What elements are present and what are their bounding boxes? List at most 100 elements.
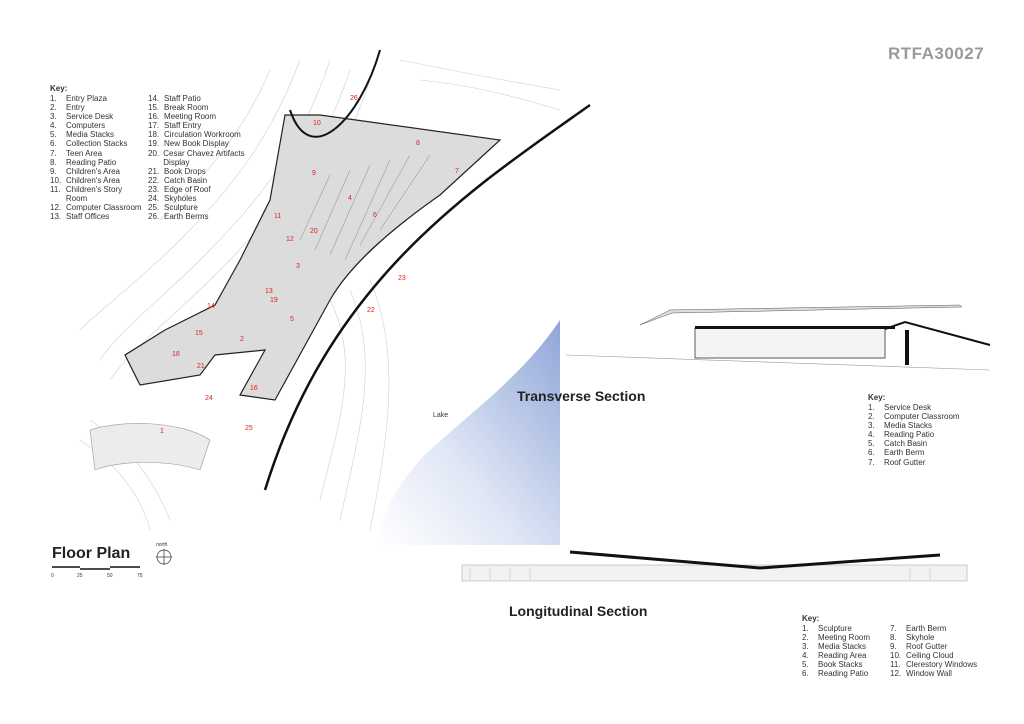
key-number: 1. — [802, 624, 809, 633]
key-number: 13. — [50, 212, 62, 222]
key-text: Reading Patio — [818, 669, 869, 679]
plan-room-label: 18 — [172, 351, 180, 358]
key-number: 16. — [148, 112, 160, 122]
key-text: Ceiling Cloud — [906, 651, 954, 661]
north-label: north — [156, 542, 168, 548]
plan-room-label: 1 — [160, 428, 164, 435]
key-item: 23.Edge of Roof — [148, 185, 268, 194]
key-number: 5. — [868, 439, 875, 449]
key-heading: Key: — [802, 614, 820, 623]
key-item: 26.Earth Berms — [148, 212, 268, 221]
scale-bar — [52, 566, 140, 570]
key-text: Clerestory Windows — [906, 660, 978, 670]
key-item: 7.Earth Berm — [890, 624, 1000, 633]
key-text: Sculpture — [818, 624, 852, 633]
key-text: Media Stacks — [818, 642, 867, 652]
plan-room-label: 13 — [265, 288, 273, 295]
plan-room-label: 12 — [286, 236, 294, 243]
key-number: 8. — [890, 633, 897, 643]
key-number: 12. — [50, 203, 62, 213]
plan-room-label: 20 — [310, 228, 318, 235]
key-number: 3. — [50, 112, 57, 122]
plan-room-label: 8 — [416, 140, 420, 147]
key-text: Collection Stacks — [66, 139, 128, 149]
key-item: 12.Window Wall — [890, 669, 1000, 678]
key-item: 2.Meeting Room — [802, 633, 887, 642]
key-number: 15. — [148, 103, 160, 113]
plan-room-label: 11 — [274, 213, 282, 220]
key-text: Book Drops — [164, 166, 206, 176]
roof-edge-curve — [263, 103, 591, 491]
key-number: 14. — [148, 94, 160, 103]
key-item: 20.Cesar Chavez Artifacts Display — [148, 149, 268, 167]
key-item: 11.Children's Story Room — [50, 185, 145, 203]
key-text: Staff Offices — [66, 212, 110, 222]
key-number: 2. — [802, 633, 809, 643]
key-text: Staff Entry — [164, 121, 202, 131]
key-number: 1. — [868, 403, 875, 412]
plan-room-label: 6 — [373, 212, 377, 219]
key-text: Entry Plaza — [66, 94, 107, 103]
plan-room-label: 24 — [205, 395, 213, 402]
stack-rows — [299, 154, 431, 261]
key-text: Break Room — [164, 103, 209, 113]
plan-room-label: 25 — [245, 425, 253, 432]
scale-tick: 50 — [107, 573, 113, 579]
key-number: 4. — [868, 430, 875, 440]
lake-label: Lake — [433, 412, 449, 419]
key-text: Earth Berm — [884, 448, 925, 458]
key-item: 21. Book Drops — [148, 167, 268, 176]
key-text: Earth Berms — [164, 212, 209, 222]
key-number: 7. — [868, 457, 875, 467]
key-text: Roof Gutter — [884, 457, 926, 467]
key-number: 7. — [890, 624, 897, 633]
key-number: 9. — [890, 642, 897, 652]
key-item: 14. Staff Patio — [148, 94, 268, 103]
key-item: 3.Service Desk — [50, 112, 145, 121]
key-text: New Book Display — [164, 139, 229, 149]
key-item: 7.Teen Area — [50, 149, 145, 158]
key-number: 17. — [148, 121, 160, 131]
north-arrow-icon — [156, 549, 172, 565]
key-number: 23. — [148, 184, 160, 194]
key-text: Catch Basin — [164, 175, 208, 185]
key-text: Sculpture — [164, 203, 198, 213]
key-item: 3.Media Stacks — [802, 642, 887, 651]
key-number: 4. — [50, 121, 57, 131]
key-number: 5. — [50, 130, 57, 140]
key-item: 11.Clerestory Windows — [890, 660, 1000, 669]
key-item: 5.Catch Basin — [868, 439, 998, 448]
key-text: Staff Patio — [164, 94, 201, 103]
plan-room-label: 21 — [197, 363, 205, 370]
key-number: 8. — [50, 157, 57, 167]
key-number: 6. — [868, 448, 875, 458]
key-item: 15. Break Room — [148, 103, 268, 112]
key-item: 8.Reading Patio — [50, 158, 145, 167]
key-number: 21. — [148, 166, 160, 176]
longitudinal-section-drawing — [461, 550, 968, 582]
key-item: 16.Meeting Room — [148, 112, 268, 121]
key-text: Skyhole — [906, 633, 935, 643]
plan-room-label: 3 — [296, 263, 300, 270]
key-text: Roof Gutter — [906, 642, 948, 652]
key-item: 6.Collection Stacks — [50, 139, 145, 148]
key-item: 9.Children's Area — [50, 167, 145, 176]
plan-room-label: 26 — [350, 95, 358, 102]
key-number: 19. — [148, 139, 160, 149]
entry-plaza — [89, 423, 211, 471]
key-number: 4. — [802, 651, 809, 661]
key-text: Cesar Chavez Artifacts Display — [163, 148, 245, 167]
transverse-section-drawing — [565, 304, 991, 371]
key-text: Reading Area — [818, 651, 867, 661]
plan-room-label: 15 — [195, 330, 203, 337]
plan-room-label: 4 — [348, 195, 352, 202]
key-number: 5. — [802, 660, 809, 670]
scale-tick: 25 — [77, 573, 83, 579]
key-item: 6. Earth Berm — [868, 448, 998, 457]
building-footprint — [124, 114, 502, 401]
